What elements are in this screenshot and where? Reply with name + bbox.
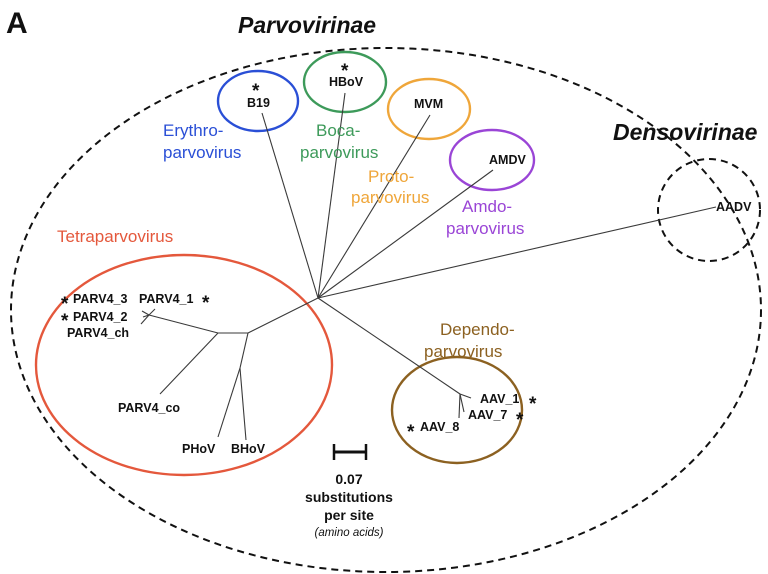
star-marker-parv4-3: * xyxy=(61,294,69,315)
tetraparvovirus-label: Tetraparvovirus xyxy=(57,227,173,246)
taxon-parv4-2: PARV4_2 xyxy=(73,310,127,324)
branch-amdv xyxy=(317,169,494,299)
taxon-parv4-ch: PARV4_ch xyxy=(67,326,129,340)
taxon-phov: PHoV xyxy=(182,442,216,456)
densovirinae-boundary xyxy=(657,158,761,262)
star-marker-b19: * xyxy=(252,81,260,102)
bocaparvovirus-circle xyxy=(302,50,388,114)
branch-dependo-stem xyxy=(317,297,461,395)
erythroparvovirus-label-line1: Erythro- xyxy=(163,121,223,140)
taxon-b19: B19 xyxy=(247,96,270,110)
taxon-parv4-1: PARV4_1 xyxy=(139,292,193,306)
star-marker-aav-8: * xyxy=(407,422,415,443)
taxon-bhov: BHoV xyxy=(231,442,266,456)
branch-b19 xyxy=(261,112,319,299)
taxon-aav-7: AAV_7 xyxy=(468,408,507,422)
dependoparvovirus-label-line2: parvovirus xyxy=(424,342,502,361)
taxon-amdv: AMDV xyxy=(489,153,526,167)
star-marker-parv4-2: * xyxy=(61,311,69,332)
tree-branches xyxy=(140,92,717,441)
dependoparvovirus-label-line1: Dependo- xyxy=(440,320,515,339)
scale-bar-unit-line2: per site xyxy=(324,507,374,523)
branch-bhov xyxy=(239,367,247,441)
subfamily-densovirinae-title: Densovirinae xyxy=(613,119,758,145)
parvovirinae-boundary xyxy=(10,47,762,573)
branch-parv4-1 xyxy=(148,308,156,316)
amdoparvovirus-circle xyxy=(448,128,536,192)
dependoparvovirus-circle xyxy=(390,355,524,465)
taxon-hbov: HBoV xyxy=(329,75,364,89)
branch-mvm xyxy=(317,114,431,299)
bocaparvovirus-label-line1: Boca- xyxy=(316,121,360,140)
branch-aav-1 xyxy=(459,393,472,399)
branch-aadv xyxy=(317,206,717,299)
protoparvovirus-label-line1: Proto- xyxy=(368,167,414,186)
taxon-parv4-co: PARV4_co xyxy=(118,401,180,415)
scale-bar-value: 0.07 xyxy=(335,471,362,487)
star-marker-hbov: * xyxy=(341,61,349,82)
star-marker-parv4-1: * xyxy=(202,293,210,314)
protoparvovirus-label-line2: parvovirus xyxy=(351,188,429,207)
branch-parv4-ch xyxy=(140,314,150,325)
branch-hov-stem xyxy=(239,332,249,369)
branch-parv4-co xyxy=(159,332,219,395)
amdoparvovirus-label-line2: parvovirus xyxy=(446,219,524,238)
star-marker-aav-7: * xyxy=(516,410,524,431)
tetraparvovirus-circle xyxy=(34,253,334,477)
branch-tetra-stem xyxy=(247,297,319,334)
scale-bar xyxy=(332,444,368,460)
star-marker-aav-1: * xyxy=(529,394,537,415)
protoparvovirus-circle xyxy=(386,77,472,141)
taxon-aav-1: AAV_1 xyxy=(480,392,519,406)
branch-hbov xyxy=(317,92,346,299)
panel-label: A xyxy=(6,7,28,40)
branch-parv4-3 xyxy=(141,310,150,316)
scale-bar-note: (amino acids) xyxy=(314,527,383,539)
bocaparvovirus-label-line2: parvovirus xyxy=(300,143,378,162)
taxon-aadv: AADV xyxy=(716,200,752,214)
branch-aav-7 xyxy=(459,393,465,413)
branch-aav-8 xyxy=(458,393,461,419)
taxon-parv4-3: PARV4_3 xyxy=(73,292,127,306)
subfamily-parvovirinae-title: Parvovirinae xyxy=(238,12,376,38)
branch-parv4-cluster xyxy=(148,314,219,334)
erythroparvovirus-label-line2: parvovirus xyxy=(163,143,241,162)
branch-phov xyxy=(217,367,241,438)
erythroparvovirus-circle xyxy=(216,69,300,133)
taxon-aav-8: AAV_8 xyxy=(420,420,459,434)
taxon-mvm: MVM xyxy=(414,97,443,111)
amdoparvovirus-label-line1: Amdo- xyxy=(462,197,512,216)
scale-bar-unit-line1: substitutions xyxy=(305,489,393,505)
